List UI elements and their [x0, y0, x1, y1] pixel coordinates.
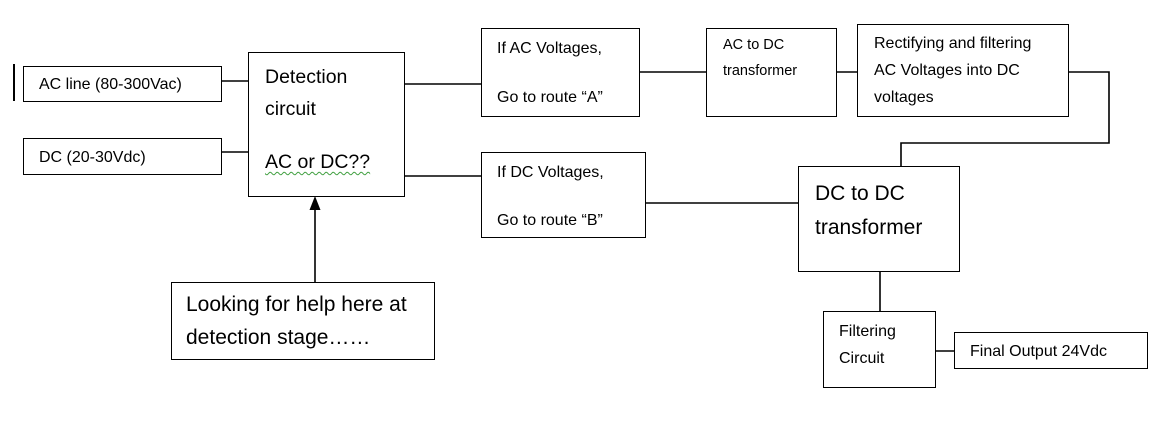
ac-to-dc-line-2: transformer [723, 63, 798, 79]
dc-to-dc-transformer-box: DC to DC transformer [798, 166, 960, 272]
help-note-line-2: detection stage…… [186, 326, 371, 349]
cropped-edge-mark [13, 64, 15, 101]
detection-circuit-subtitle: circuit [265, 98, 316, 120]
help-note-line-1: Looking for help here at [186, 293, 407, 316]
final-output-box: Final Output 24Vdc [954, 332, 1148, 369]
final-output-label: Final Output 24Vdc [970, 343, 1107, 360]
ac-line-input-box: AC line (80-300Vac) [23, 66, 222, 102]
detection-circuit-title: Detection [265, 66, 348, 88]
filtering-circuit-box: Filtering Circuit [823, 311, 936, 388]
route-a-box: If AC Voltages, Go to route “A” [481, 28, 640, 117]
route-b-instruction: Go to route “B” [497, 212, 603, 229]
filtering-line-1: Filtering [839, 323, 896, 340]
rectifier-line-3: voltages [874, 89, 934, 106]
rectifier-box: Rectifying and filtering AC Voltages int… [857, 24, 1069, 117]
filtering-line-2: Circuit [839, 350, 885, 367]
ac-to-dc-line-1: AC to DC [723, 37, 785, 53]
arrowhead-icon [309, 196, 321, 210]
route-a-instruction: Go to route “A” [497, 89, 603, 106]
ac-line-input-label: AC line (80-300Vac) [39, 76, 182, 93]
route-a-condition: If AC Voltages, [497, 40, 602, 57]
detection-circuit-box: Detection circuit AC or DC?? [248, 52, 405, 197]
ac-to-dc-transformer-box: AC to DC transformer [706, 28, 837, 117]
dc-input-label: DC (20-30Vdc) [39, 149, 146, 166]
dc-input-box: DC (20-30Vdc) [23, 138, 222, 175]
dc-to-dc-line-2: transformer [815, 216, 923, 239]
rectifier-line-1: Rectifying and filtering [874, 35, 1032, 52]
route-b-condition: If DC Voltages, [497, 164, 604, 181]
rectifier-line-2: AC Voltages into DC [874, 62, 1020, 79]
route-b-box: If DC Voltages, Go to route “B” [481, 152, 646, 238]
help-note-box: Looking for help here at detection stage… [171, 282, 435, 360]
dc-to-dc-line-1: DC to DC [815, 182, 905, 205]
detection-circuit-question: AC or DC?? [265, 151, 371, 173]
